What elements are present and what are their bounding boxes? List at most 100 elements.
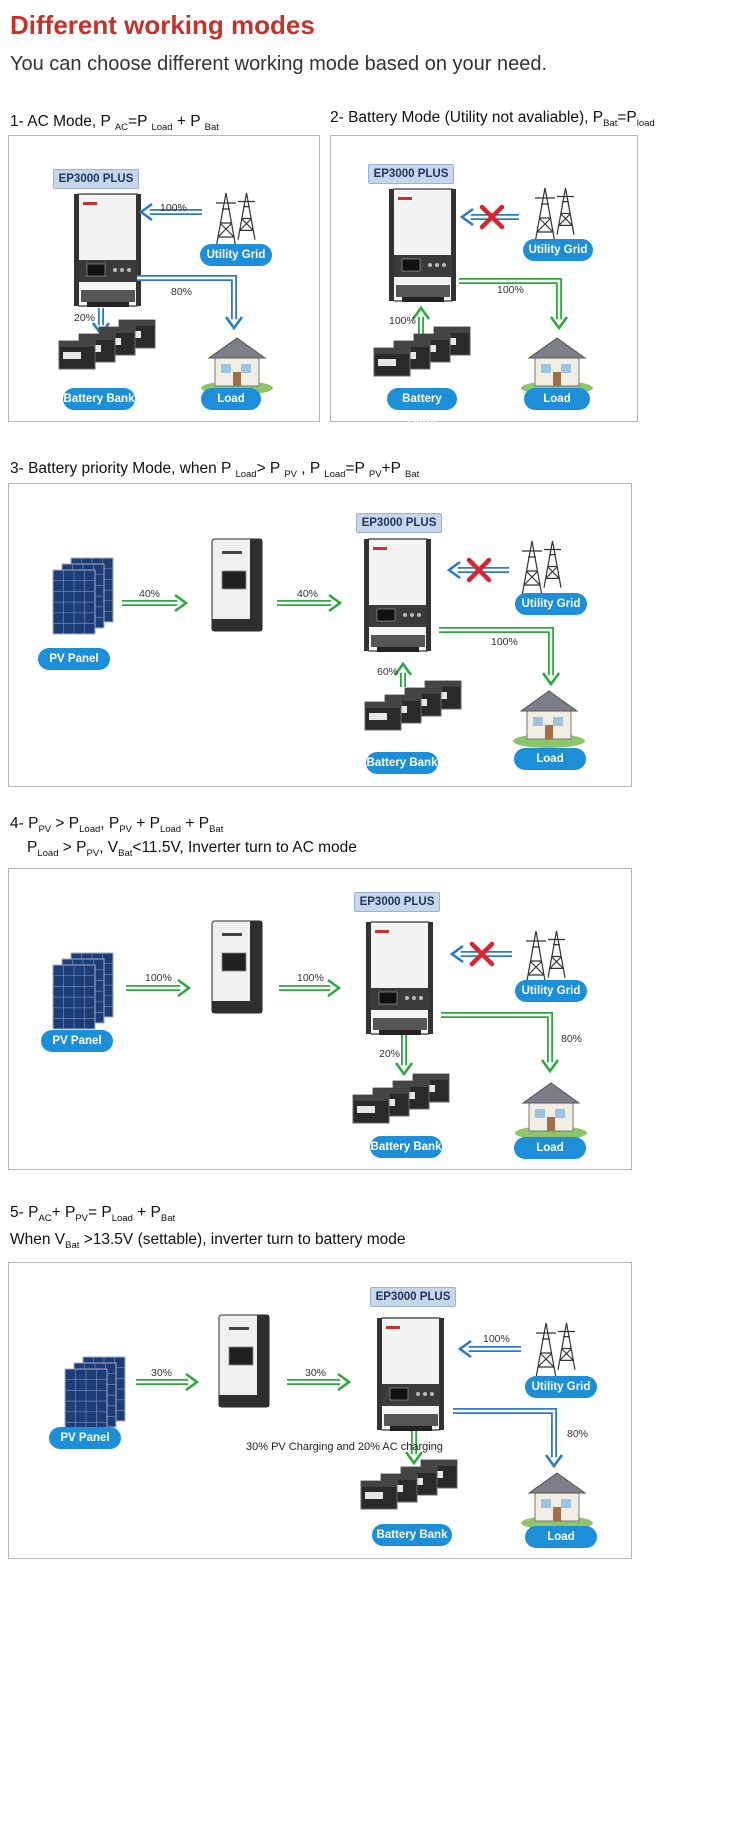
- battery-icon: [360, 1459, 458, 1510]
- panel-diagram: [373, 187, 593, 395]
- transmission-tower-icon: [521, 540, 562, 597]
- transmission-tower-icon: [525, 930, 566, 987]
- mode-3-panel: [8, 483, 632, 787]
- page-title: Different working modes: [10, 10, 315, 40]
- flow-arrow: [277, 593, 343, 613]
- inverter-icon: [74, 193, 141, 307]
- utility-grid-label: Utility Grid: [515, 593, 587, 615]
- percent-grid: 100%: [160, 202, 187, 214]
- percent-load: 80%: [567, 1428, 589, 1440]
- flow-arrow: [287, 1372, 352, 1392]
- solar-controller-icon: [211, 920, 263, 1014]
- mode-4-panel: [8, 868, 632, 1170]
- house-icon: [521, 337, 593, 395]
- load-label: Load: [524, 388, 590, 410]
- solar-panel-icon: [64, 1356, 126, 1434]
- panel-diagram: [58, 192, 273, 395]
- solar-panel-icon: [52, 557, 114, 635]
- percent-load: 100%: [497, 284, 524, 296]
- utility-grid-label: Utility Grid: [515, 980, 587, 1002]
- load-label: Load: [514, 748, 586, 770]
- pv-panel-label: PV Panel: [38, 648, 110, 670]
- model-label: EP3000 PLUS: [53, 169, 139, 189]
- percent-battery: 60%: [377, 666, 399, 678]
- load-label: Load: [525, 1526, 597, 1548]
- transmission-tower-icon: [534, 187, 575, 244]
- flow-arrow: [393, 661, 413, 687]
- mode-2-panel: [330, 135, 638, 422]
- pv-panel-label: PV Panel: [49, 1427, 121, 1449]
- transmission-tower-icon: [535, 1322, 576, 1379]
- battery-icon: [58, 319, 156, 370]
- cross-icon: [466, 557, 492, 583]
- percent-load: 100%: [491, 636, 518, 648]
- flow-arrow: [439, 627, 561, 687]
- flow-arrow: [459, 278, 569, 331]
- house-icon: [521, 1472, 593, 1530]
- percent-grid: 100%: [483, 1333, 510, 1345]
- percent-load: 80%: [561, 1033, 583, 1045]
- flow-arrow: [122, 593, 189, 613]
- battery-icon: [352, 1073, 450, 1124]
- load-label: Load: [201, 388, 261, 410]
- mode-1-heading: 1- AC Mode, P AC=P Load + P Bat: [10, 113, 219, 133]
- solar-panel-icon: [52, 952, 114, 1030]
- house-icon: [201, 337, 273, 395]
- cross-icon: [469, 941, 495, 967]
- cross-icon: [479, 204, 505, 230]
- flow-arrow: [126, 978, 192, 998]
- page-subtitle: You can choose different working mode ba…: [10, 53, 548, 75]
- mode-5-heading: 5- PAC+ PPV= PLoad + PBat: [10, 1204, 176, 1224]
- flow-arrow: [394, 1035, 414, 1077]
- utility-grid-label: Utility Grid: [523, 239, 593, 261]
- house-icon: [513, 690, 585, 748]
- percent-load: 80%: [171, 286, 193, 298]
- flow-arrow: [441, 1012, 560, 1074]
- flow-arrow: [137, 275, 244, 331]
- battery-bank-label: Battery Bank: [372, 1524, 452, 1546]
- panel-diagram: [64, 1314, 593, 1530]
- model-label: EP3000 PLUS: [354, 892, 440, 912]
- charging-note: 30% PV Charging and 20% AC charging: [246, 1441, 443, 1453]
- percent-controller: 40%: [297, 588, 319, 600]
- flow-arrow: [404, 1431, 424, 1466]
- model-label: EP3000 PLUS: [370, 1287, 456, 1307]
- solar-controller-icon: [211, 538, 263, 632]
- mode-3-heading: 3- Battery priority Mode, when P Load> P…: [10, 460, 420, 480]
- flow-arrow: [446, 560, 509, 580]
- mode-4-heading: 4- PPV > PLoad, PPV + PLoad + PBat: [10, 815, 224, 835]
- battery-bank-label: Battery Bank: [63, 388, 135, 410]
- flow-arrow: [453, 1408, 564, 1469]
- flow-arrow: [136, 1372, 200, 1392]
- percent-pv: 30%: [151, 1367, 173, 1379]
- mode-2-heading: 2- Battery Mode (Utility not avaliable),…: [330, 109, 655, 129]
- house-icon: [515, 1082, 587, 1140]
- battery-bank-label: Battery Bank: [366, 752, 438, 774]
- inverter-icon: [377, 1317, 444, 1431]
- model-label: EP3000 PLUS: [368, 164, 454, 184]
- battery-bank-label: Battery Bank: [370, 1136, 442, 1158]
- percent-pv: 100%: [145, 972, 172, 984]
- battery-icon: [364, 680, 462, 731]
- battery-bank-label: Battery Bank: [387, 388, 457, 427]
- solar-controller-icon: [218, 1314, 270, 1408]
- utility-grid-label: Utility Grid: [200, 244, 272, 266]
- percent-battery: 100%: [389, 315, 416, 327]
- utility-grid-label: Utility Grid: [525, 1376, 597, 1398]
- battery-icon: [373, 326, 471, 377]
- flow-arrow: [449, 944, 512, 964]
- flow-arrow: [457, 1339, 521, 1359]
- model-label: EP3000 PLUS: [356, 513, 442, 533]
- inverter-icon: [366, 921, 433, 1035]
- percent-battery: 20%: [379, 1048, 401, 1060]
- flow-arrow: [138, 202, 202, 222]
- mode-4-heading-2: PLoad > PPV, VBat<11.5V, Inverter turn t…: [27, 839, 357, 859]
- inverter-icon: [364, 538, 431, 652]
- inverter-icon: [389, 188, 456, 302]
- panel-diagram: [52, 538, 585, 748]
- flow-arrow: [279, 978, 342, 998]
- percent-battery: 20%: [74, 312, 96, 324]
- percent-pv: 40%: [139, 588, 161, 600]
- pv-panel-label: PV Panel: [41, 1030, 113, 1052]
- mode-5-heading-2: When VBat >13.5V (settable), inverter tu…: [10, 1231, 406, 1251]
